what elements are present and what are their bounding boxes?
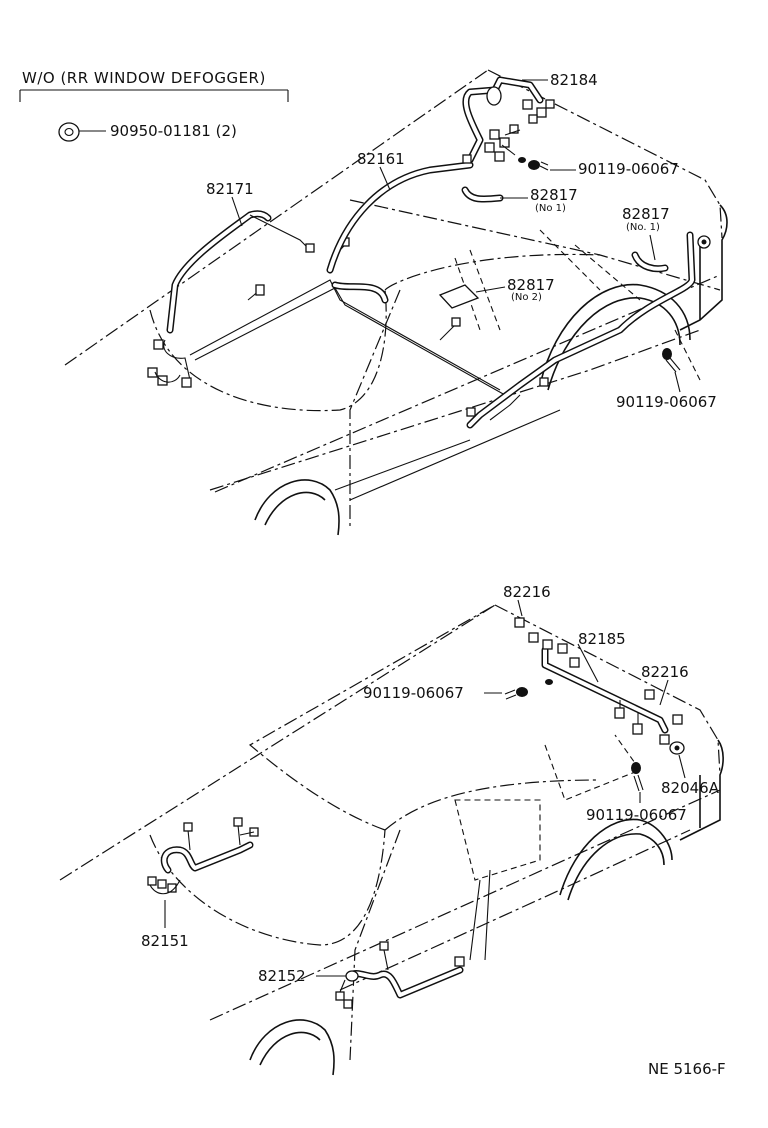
label-screw-lower: 90119-06067 [616,393,717,411]
connector [528,114,538,124]
label-screw-upper: 90119-06067 [578,160,679,178]
connector [484,142,495,153]
connector [153,339,164,350]
connector [335,991,345,1001]
connector [557,643,568,654]
screw-right: 90119-06067 [586,762,687,824]
label-screw-left: 90119-06067 [363,684,464,702]
screw-icon [631,762,641,774]
harness-82171: 82171 [147,180,506,396]
leader [231,196,243,227]
label-clamp-b: 82817 [622,205,670,223]
harness-rear-quarter [439,231,711,429]
label-clamp-a: 82817 [530,186,578,204]
label-82216-a: 82216 [503,583,551,601]
screw-lower: 90119-06067 [616,348,717,411]
connector [451,317,461,327]
connector [632,723,643,735]
connector [494,151,505,162]
connector [183,822,193,832]
label-82171: 82171 [206,180,254,198]
leader [659,679,669,706]
connector [542,639,553,650]
harness-82184: 82184 [462,71,598,164]
label-82216-b: 82216 [641,663,689,681]
harness-82152: 82152 [258,941,465,1009]
clamp-82817-no1-b: 82817 (No. 1) [622,205,670,273]
connector [509,124,519,134]
connector [147,876,157,886]
screw-left: 90119-06067 [363,679,553,702]
leader [517,599,523,617]
bottom-car-body [59,604,724,1076]
connector [343,999,353,1009]
connector [157,879,167,889]
connector [539,377,549,387]
connector [255,284,265,296]
harness-82161: 82161 [326,150,474,304]
screw-upper: 90119-06067 [518,157,679,178]
variant-header: W/O (RR WINDOW DEFOGGER) [19,69,289,102]
connector [672,714,683,725]
label-82151: 82151 [141,932,189,950]
connector [305,243,315,253]
connector [147,367,158,378]
screw-icon [516,687,528,697]
harness-82185: 82216 82185 82216 82046A [503,583,720,797]
top-car-body [64,69,728,536]
label-82152: 82152 [258,967,306,985]
connector [167,883,177,893]
connector [454,956,465,967]
leader [379,166,391,191]
label-screw-right: 90119-06067 [586,806,687,824]
label-82046a: 82046A [661,779,720,797]
connector [379,941,389,951]
connector [499,137,510,148]
label-82185: 82185 [578,630,626,648]
grommet-icon [58,122,80,142]
screw-icon [662,348,672,360]
leader [475,286,506,293]
connector [181,377,192,388]
note-clamp-a: (No 1) [535,203,566,214]
bottom-harnesses: 82216 82185 82216 82046A 90119-06067 901… [141,583,720,1009]
connector [233,817,243,827]
connector [569,657,580,668]
grommet-part-label: 90950-01181 (2) [110,122,237,140]
connector [528,632,539,643]
clamp-82817-no2: 82817 (No 2) [438,276,555,309]
label-82184: 82184 [550,71,598,89]
connector [466,407,476,417]
clamp-82817-no1-a: 82817 (No 1) [461,186,578,214]
variant-bracket [19,89,289,102]
connector [489,129,500,140]
connector [644,689,655,700]
top-harnesses: 82171 82161 [147,71,717,429]
connector [522,99,533,110]
note-clamp-b: (No. 1) [626,222,660,233]
leader [674,371,681,393]
variant-note: W/O (RR WINDOW DEFOGGER) [22,69,266,87]
harness-82151: 82151 [141,817,259,950]
note-clamp-c: (No 2) [511,292,542,303]
label-clamp-c: 82817 [507,276,555,294]
connector [514,617,525,628]
clamp-tape-icon [438,284,480,309]
leader [678,754,686,779]
connector [536,107,547,118]
connector [545,99,555,109]
connector [659,734,670,745]
label-82161: 82161 [357,150,405,168]
leader [577,643,599,683]
connector [462,154,472,164]
connector [614,707,625,719]
screw-icon [528,160,540,170]
grommet-part: 90950-01181 (2) [58,122,237,142]
figure-code: NE 5166-F [648,1060,726,1078]
